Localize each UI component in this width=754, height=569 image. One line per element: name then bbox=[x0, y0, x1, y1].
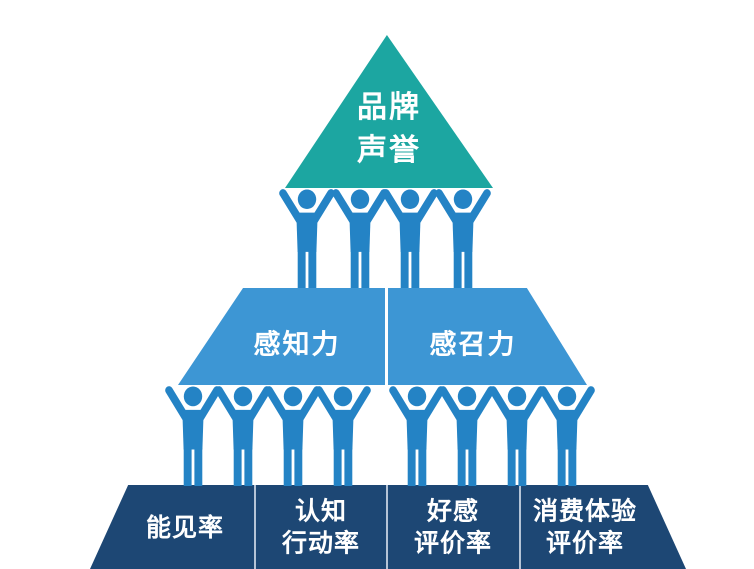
label-line: 行动率 bbox=[281, 528, 361, 558]
middle-cell-perception-label: 感知力 bbox=[253, 329, 341, 361]
top-label-line2: 声誉 bbox=[357, 132, 421, 168]
label-line: 评价率 bbox=[413, 528, 493, 558]
cheering-person-icon bbox=[435, 186, 491, 288]
pyramid-bottom-layer: 能见率 认知 行动率 好感 评价率 消费体验 评价率 bbox=[90, 485, 686, 569]
label-line: 认知 bbox=[294, 496, 348, 526]
label-line: 能见率 bbox=[145, 512, 225, 542]
cheering-person-icon bbox=[489, 383, 545, 486]
cheering-person-icon bbox=[315, 383, 371, 486]
pyramid-middle-layer: 感知力 感召力 bbox=[178, 288, 587, 385]
cheering-person-icon bbox=[382, 186, 438, 288]
label-line: 消费体验 bbox=[532, 496, 638, 526]
bottom-cell-cognition-action-rate-label: 认知 行动率 bbox=[282, 495, 360, 560]
bottom-cell-consumer-experience-rate-label: 消费体验 评价率 bbox=[533, 495, 637, 560]
middle-cell-divider bbox=[385, 288, 388, 385]
cheering-person-icon bbox=[332, 186, 388, 288]
bottom-cell-favorability-rate-label: 好感 评价率 bbox=[414, 495, 492, 560]
cheering-person-icon bbox=[215, 383, 271, 486]
bottom-cell-divider bbox=[519, 485, 521, 569]
cheering-person-icon bbox=[165, 383, 221, 486]
bottom-cell-divider bbox=[254, 485, 256, 569]
pyramid-top-brand-reputation: 品牌 声誉 bbox=[285, 35, 493, 188]
cheering-person-icon bbox=[439, 383, 495, 486]
bottom-cell-visibility-rate-label: 能见率 bbox=[146, 512, 224, 545]
top-label-line1: 品牌 bbox=[357, 90, 421, 125]
cheering-person-icon bbox=[539, 383, 595, 486]
label-line: 好感 bbox=[426, 496, 480, 526]
label-line: 评价率 bbox=[545, 528, 625, 558]
cheering-person-icon bbox=[279, 186, 335, 288]
cheering-person-icon bbox=[265, 383, 321, 486]
bottom-cell-divider bbox=[386, 485, 388, 569]
middle-cell-appeal-label: 感召力 bbox=[429, 329, 517, 361]
cheering-person-icon bbox=[389, 383, 445, 486]
